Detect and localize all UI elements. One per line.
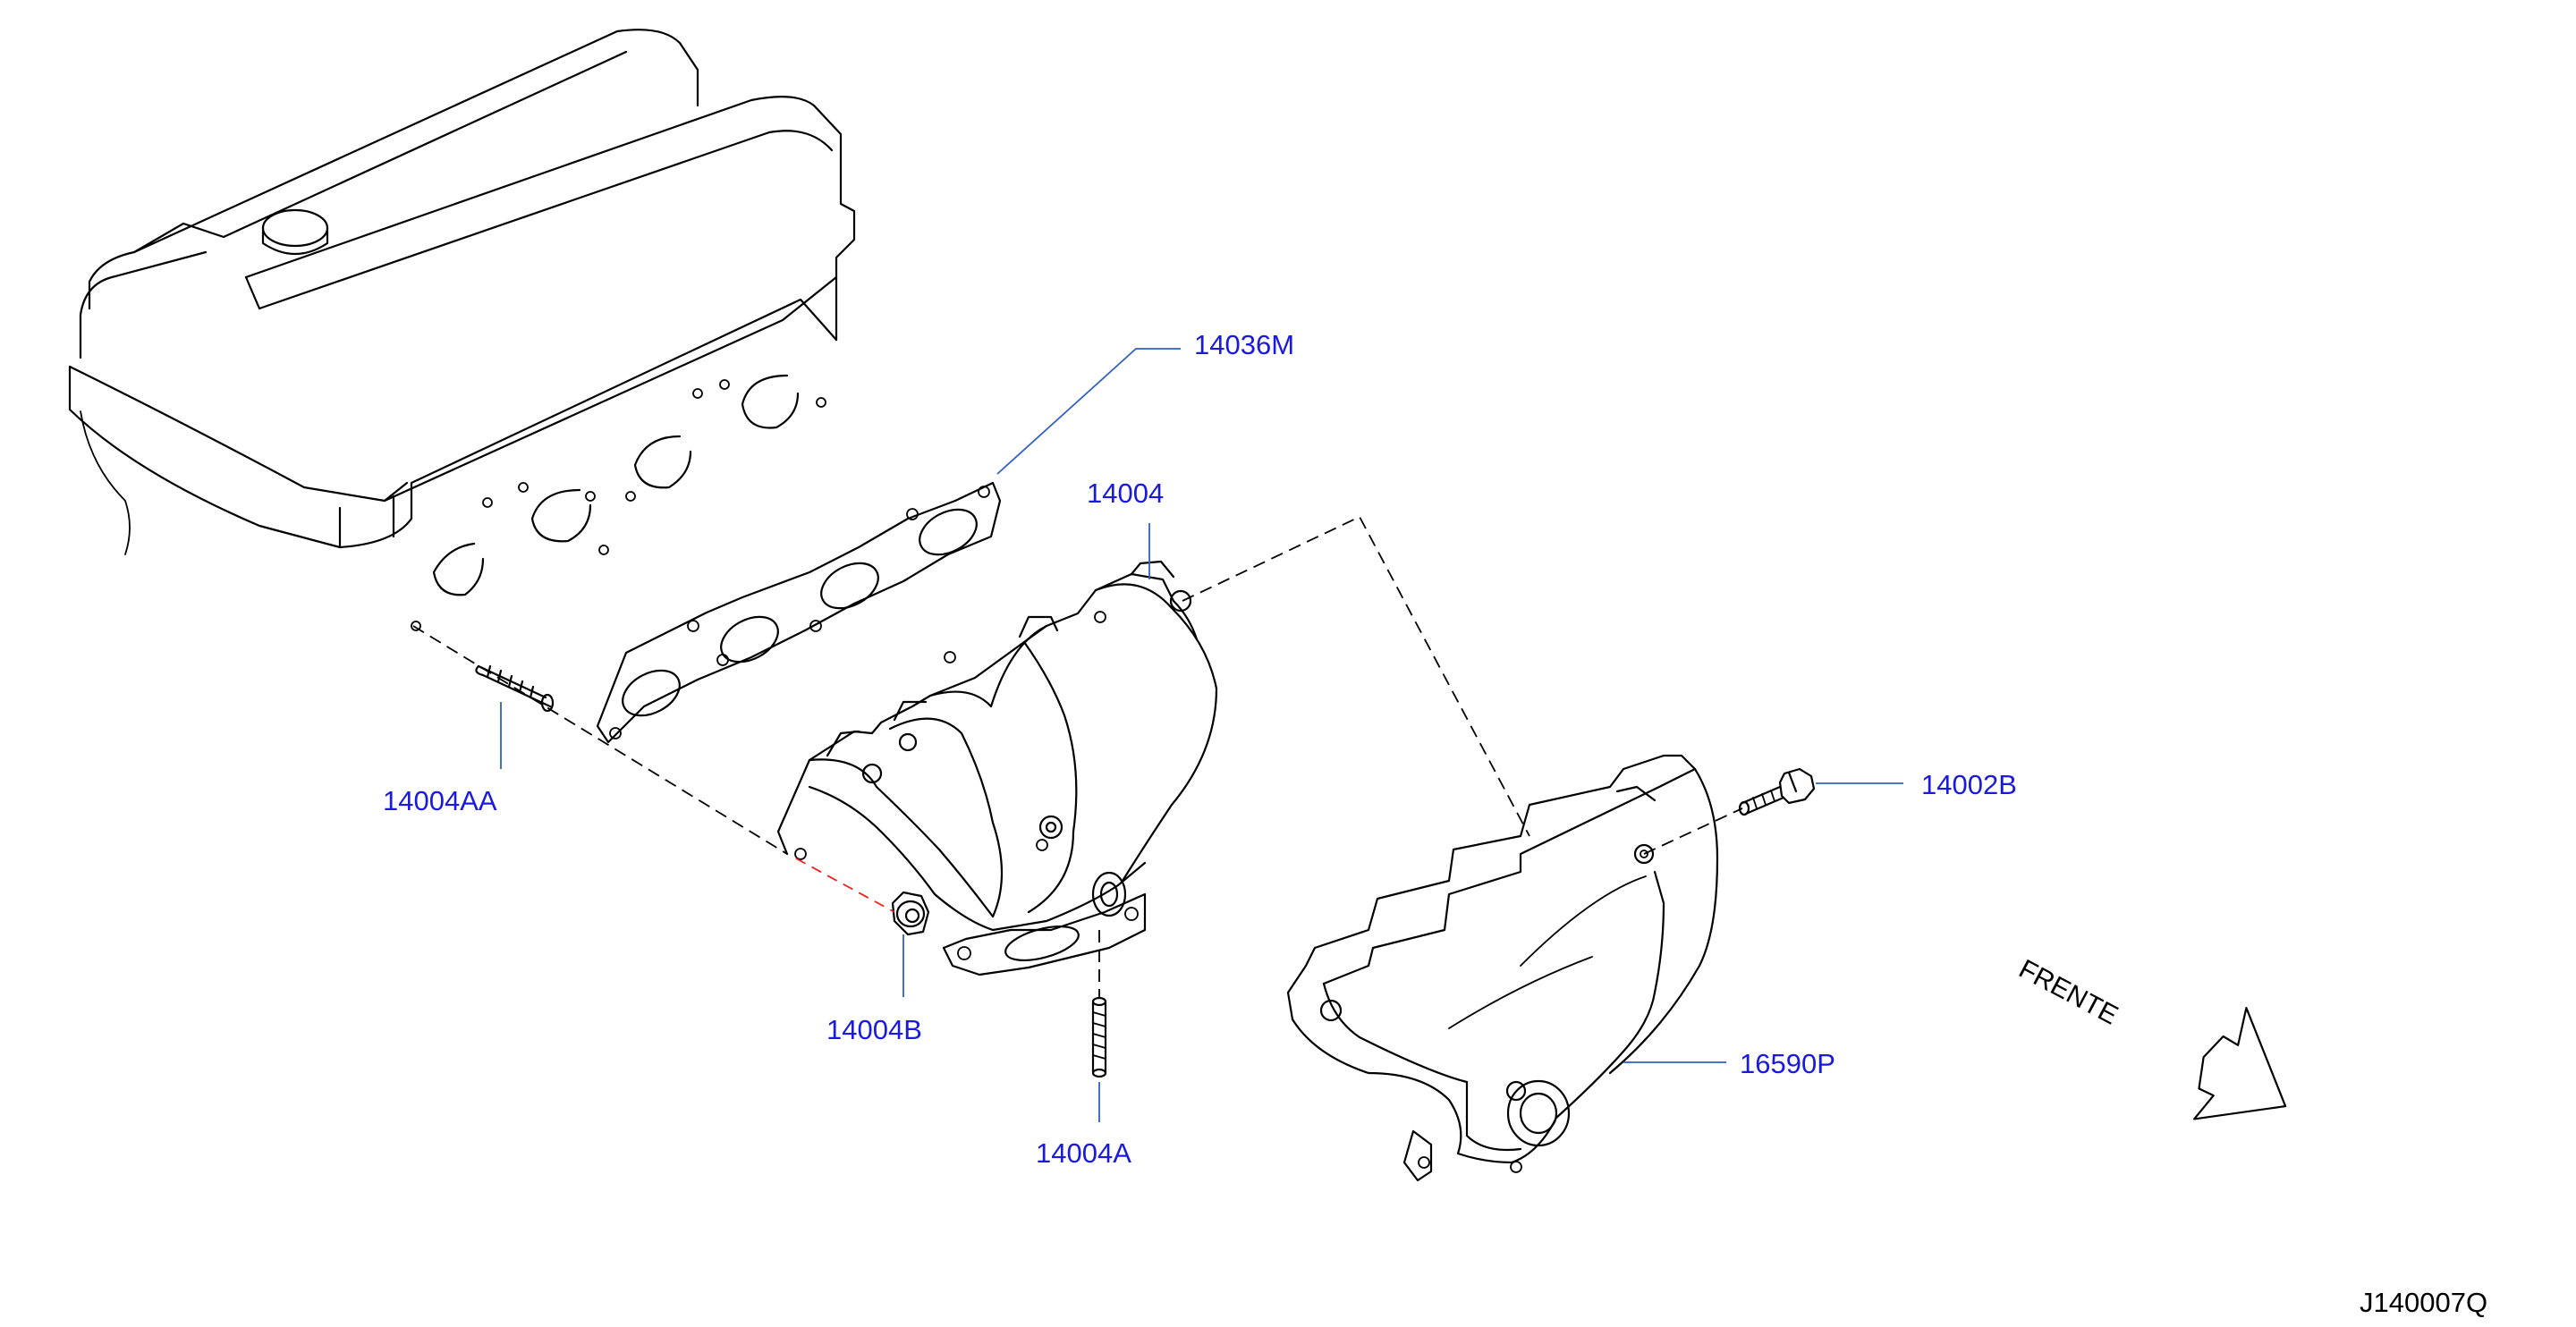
diagram-reference-code: J140007Q	[2360, 1287, 2487, 1318]
callout-labels: 14036M 14004 14004AA 14004B 14004A 14002…	[383, 329, 2017, 1169]
direction-arrow-icon	[2193, 1007, 2287, 1120]
direction-label: FRENTE	[2014, 954, 2123, 1030]
heat-shield-illustration	[1286, 754, 1719, 1182]
callout-14004AA: 14004AA	[383, 785, 497, 816]
front-direction-indicator: FRENTE	[2014, 954, 2287, 1120]
leader-lines	[500, 348, 1903, 1122]
engine-cylinder-head-illustration	[68, 29, 856, 631]
callout-14004: 14004	[1087, 478, 1164, 509]
callout-14004B: 14004B	[826, 1014, 922, 1045]
nut-illustration	[891, 891, 930, 936]
callout-14002B: 14002B	[1921, 769, 2017, 800]
bolt-illustration	[1738, 767, 1816, 816]
stud-short-illustration	[1091, 996, 1107, 1078]
exhaust-manifold-gasket-illustration	[596, 481, 1002, 744]
callout-14036M: 14036M	[1194, 329, 1294, 360]
alignment-lines	[412, 515, 1743, 997]
exhaust-manifold-illustration	[776, 560, 1218, 976]
callout-16590P: 16590P	[1740, 1048, 1835, 1079]
callout-14004A: 14004A	[1036, 1137, 1131, 1169]
